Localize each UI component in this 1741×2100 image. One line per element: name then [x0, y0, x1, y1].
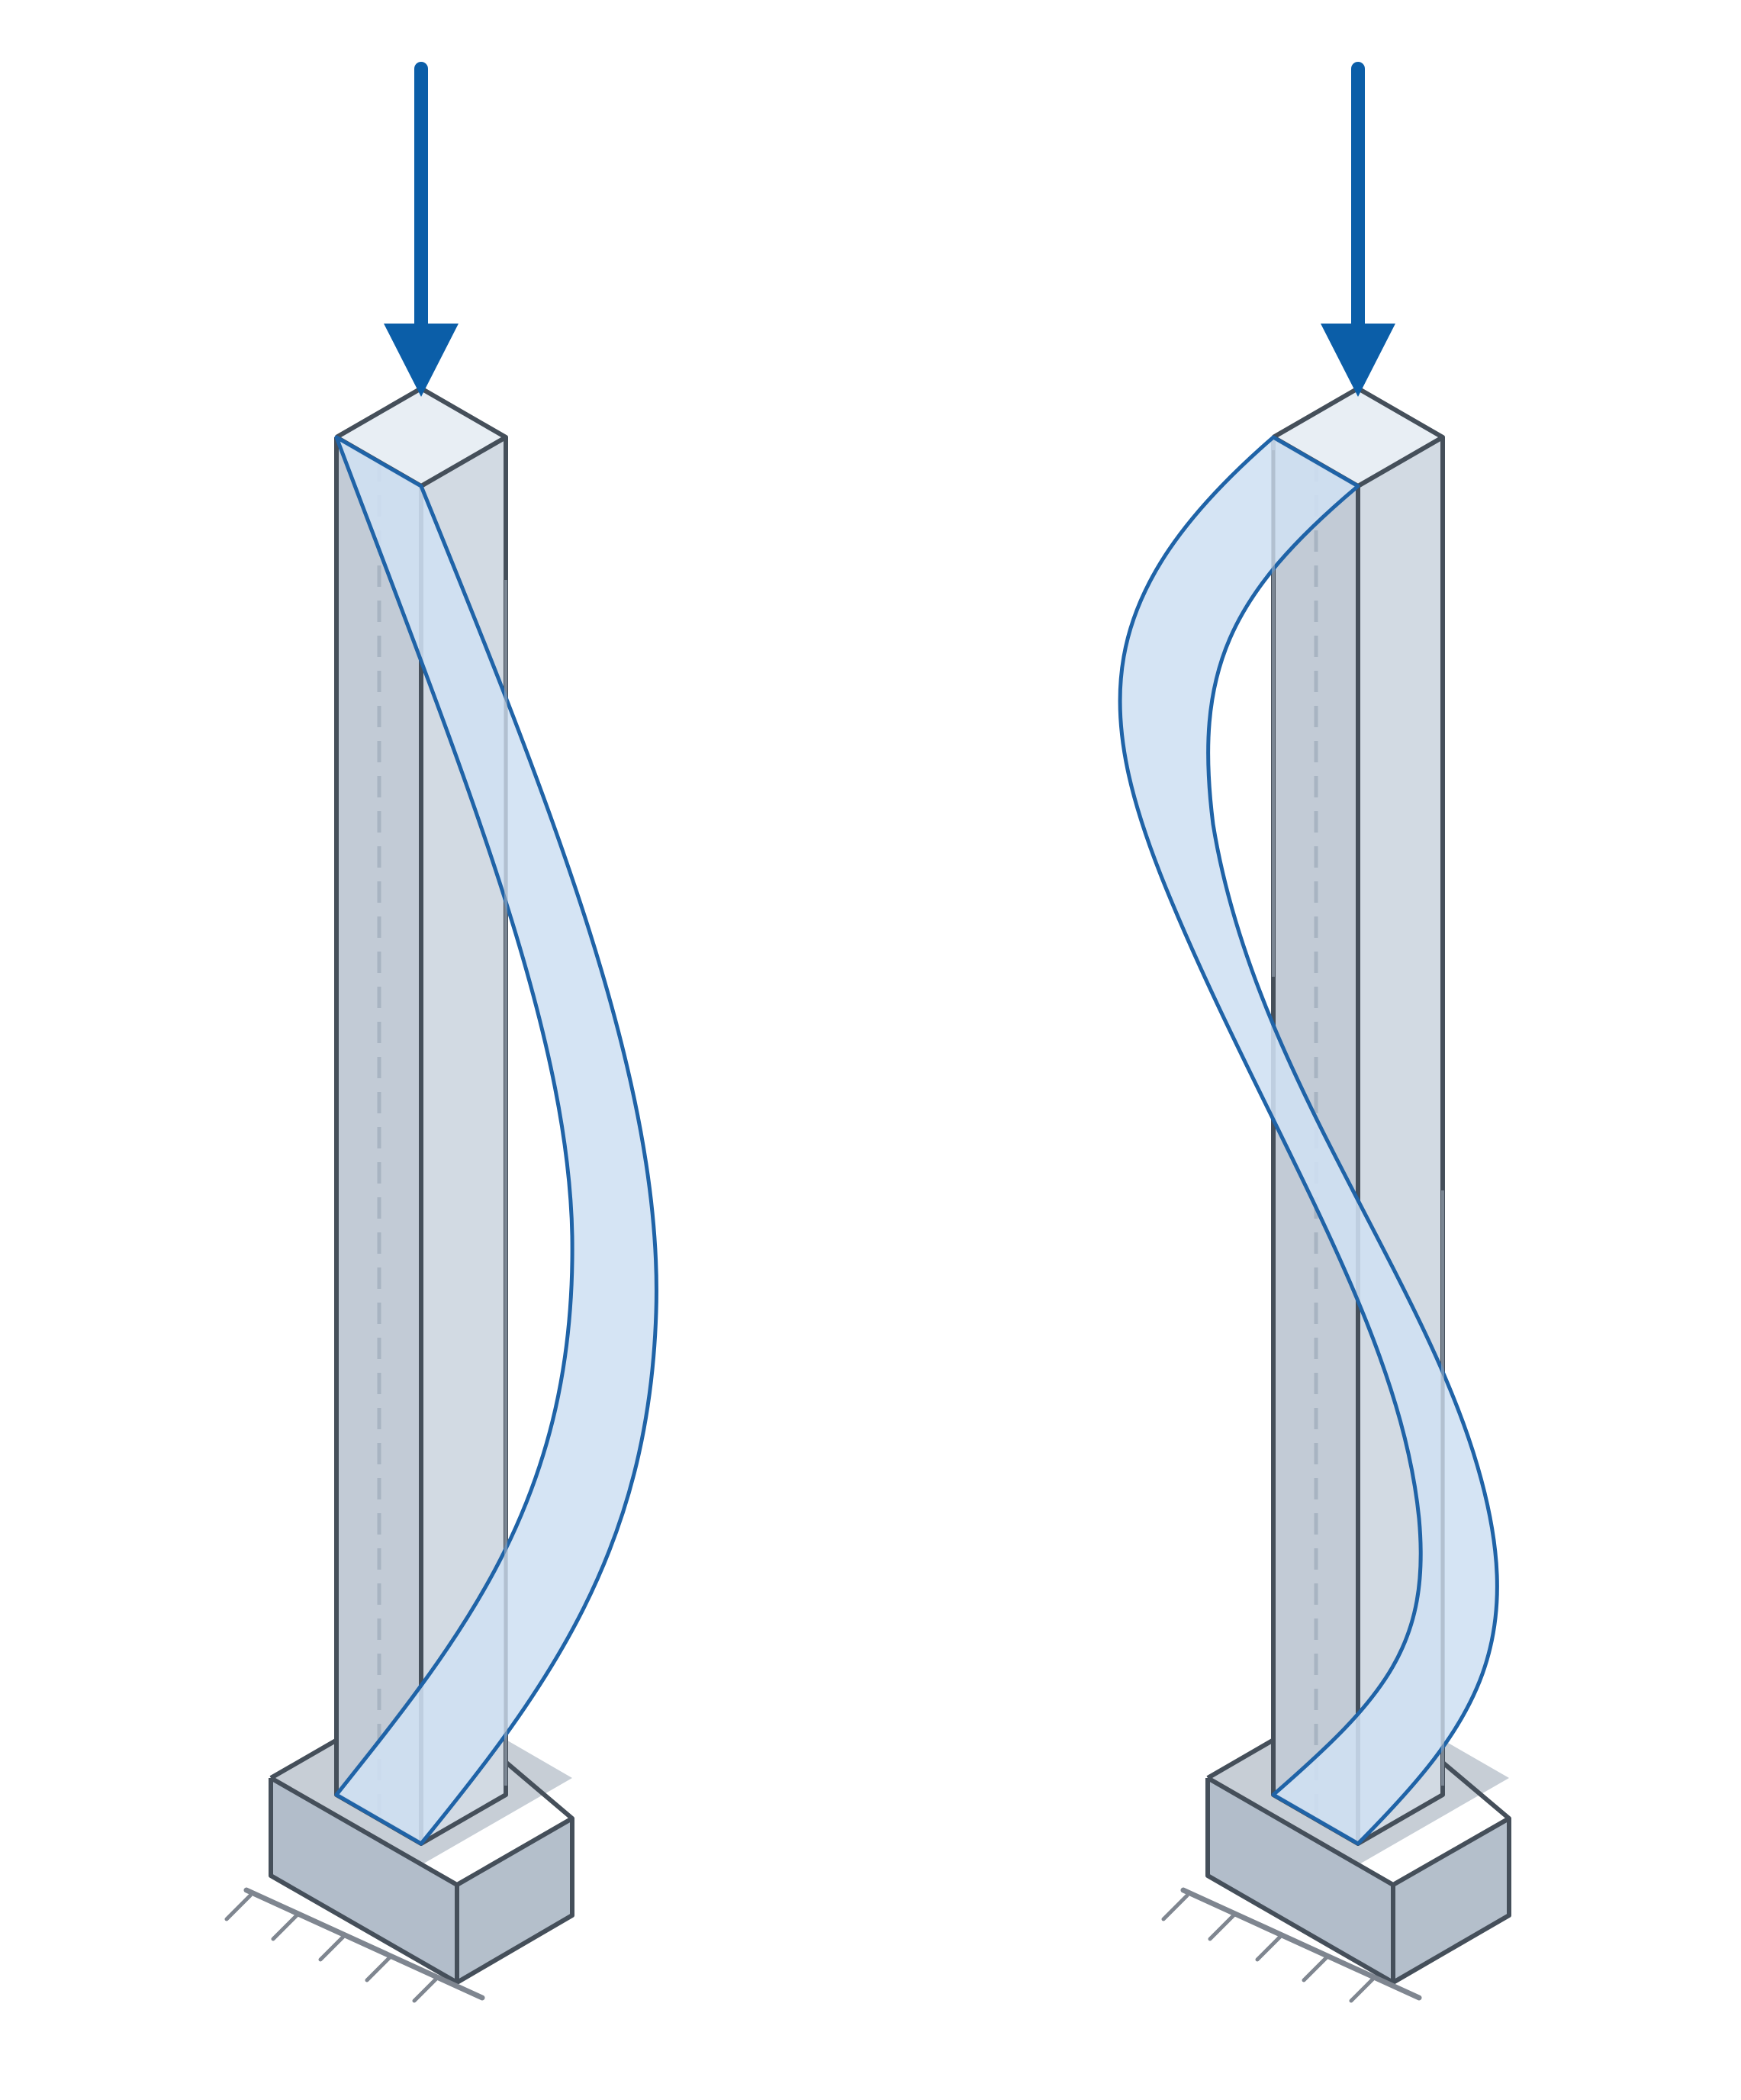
- buckled-shape-left: [334, 435, 658, 1846]
- footing-side-face: [457, 1818, 572, 1982]
- footing-front-face: [271, 1778, 457, 1982]
- hatch-mark: [365, 1954, 393, 1982]
- load-arrow-head: [384, 324, 459, 397]
- buckled-shape-right: [1118, 435, 1499, 1846]
- hatch-mark: [1208, 1913, 1236, 1941]
- load-arrow-left: [384, 62, 459, 397]
- hatch-mark: [412, 1975, 440, 2003]
- ground-line: [1180, 1887, 1422, 2001]
- hatch-mark: [1161, 1893, 1189, 1921]
- ground-hatch-right: [1161, 1887, 1422, 2003]
- column-right: [1118, 62, 1511, 2003]
- buckled-band: [1118, 435, 1499, 1846]
- column-left: [224, 62, 658, 2003]
- hatch-mark: [1349, 1975, 1377, 2003]
- hatch-mark: [224, 1893, 253, 1921]
- hatch-mark: [271, 1913, 299, 1941]
- footing-front-face: [1208, 1778, 1393, 1982]
- load-arrow-right: [1321, 62, 1395, 397]
- buckled-band: [334, 435, 658, 1846]
- hatch-mark: [318, 1934, 346, 1962]
- ground-line: [243, 1887, 485, 2001]
- footing-side-face: [1393, 1818, 1509, 1982]
- hatch-mark: [1302, 1954, 1330, 1982]
- load-arrow-head: [1321, 324, 1395, 397]
- ground-hatch-left: [224, 1887, 485, 2003]
- hatch-mark: [1255, 1934, 1283, 1962]
